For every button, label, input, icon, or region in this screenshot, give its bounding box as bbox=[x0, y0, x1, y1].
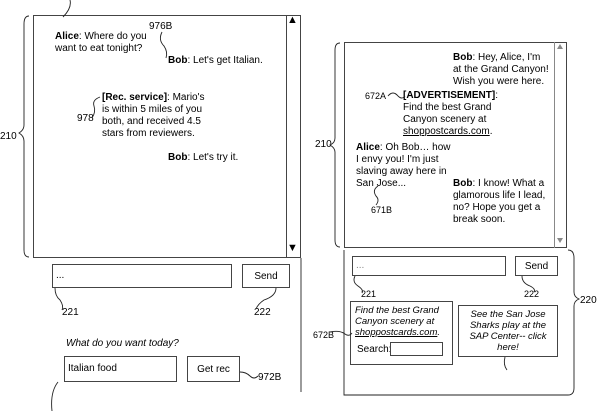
left-scrollbar[interactable] bbox=[286, 15, 301, 258]
ref-972B: 972B bbox=[258, 372, 282, 383]
sender-name: Bob bbox=[168, 152, 188, 163]
search-label: Search: bbox=[357, 344, 392, 355]
message-text: : I know! What a glamorous life I lead, … bbox=[453, 178, 546, 225]
scroll-down-arrow-icon[interactable]: ▼ bbox=[287, 242, 298, 254]
left-message-alice: Alice: Where do you want to eat tonight? bbox=[55, 31, 163, 55]
ad-text: Find the best Grand Canyon scenery at bbox=[403, 102, 492, 125]
scroll-up-arrow-icon[interactable]: ▲ bbox=[287, 14, 298, 26]
ref-671B: 671B bbox=[371, 205, 393, 215]
left-message-bob-1: Bob: Let's get Italian. bbox=[168, 55, 288, 67]
message-text: : Let's get Italian. bbox=[187, 55, 263, 66]
sender-name: Alice bbox=[55, 31, 79, 42]
sender-name: Bob bbox=[453, 52, 473, 63]
message-text: : Oh Bob… how I envy you! I'm just slavi… bbox=[356, 142, 451, 189]
right-message-input[interactable]: ... bbox=[352, 256, 506, 276]
search-input[interactable] bbox=[390, 342, 443, 356]
right-chat-window bbox=[344, 42, 567, 248]
sender-name: [Rec. service] bbox=[102, 92, 168, 103]
left-message-input[interactable]: ... bbox=[52, 264, 232, 288]
right-message-bob-2: Bob: I know! What a glamorous life I lea… bbox=[453, 178, 549, 226]
message-text: : Hey, Alice, I'm at the Grand Canyon! W… bbox=[453, 52, 549, 87]
message-text: : Mario's is within 5 miles of you both,… bbox=[102, 92, 205, 139]
input-value: Italian food bbox=[68, 363, 117, 374]
ref-220: 220 bbox=[580, 295, 597, 306]
ref-221-left: 221 bbox=[62, 307, 79, 318]
ad-box-text: See the San Jose Sharks play at the SAP … bbox=[469, 309, 547, 353]
ref-221-right: 221 bbox=[361, 289, 377, 299]
right-message-bob-1: Bob: Hey, Alice, I'm at the Grand Canyon… bbox=[453, 52, 551, 88]
ad-box-text-end: . bbox=[437, 327, 441, 338]
ad-box-link[interactable]: shoppostcards.com bbox=[355, 327, 438, 338]
input-value: ... bbox=[356, 260, 365, 271]
sender-name: Bob bbox=[453, 178, 473, 189]
input-value: ... bbox=[56, 270, 65, 281]
right-message-alice: Alice: Oh Bob… how I envy you! I'm just … bbox=[356, 142, 451, 190]
message-text: : Let's try it. bbox=[187, 152, 239, 163]
left-send-button[interactable]: Send bbox=[242, 264, 290, 288]
ref-672A: 672A bbox=[365, 91, 387, 101]
right-send-button[interactable]: Send bbox=[515, 256, 558, 276]
left-prompt: What do you want today? bbox=[66, 338, 179, 349]
ad-label: [ADVERTISEMENT] bbox=[403, 90, 496, 101]
right-scrollbar[interactable] bbox=[554, 42, 567, 248]
message-text: : Where do you want to eat tonight? bbox=[55, 31, 147, 54]
ref-672B: 672B bbox=[313, 330, 335, 340]
left-message-rec-service: [Rec. service]: Mario's is within 5 mile… bbox=[102, 92, 214, 140]
left-rec-input[interactable]: Italian food bbox=[64, 356, 177, 382]
ad-text-end: . bbox=[489, 126, 493, 137]
ref-222-right: 222 bbox=[524, 289, 540, 299]
ad-box-text: Find the best Grand Canyon scenery at bbox=[355, 305, 439, 327]
ref-222-left: 222 bbox=[254, 307, 271, 318]
ad-box-sharks[interactable]: See the San Jose Sharks play at the SAP … bbox=[458, 305, 558, 357]
get-rec-button[interactable]: Get rec bbox=[187, 356, 240, 382]
sender-name: Alice bbox=[356, 142, 380, 153]
ref-978: 978 bbox=[77, 113, 94, 124]
scroll-up-arrow-icon[interactable] bbox=[557, 44, 563, 49]
ad-link[interactable]: shoppostcards.com bbox=[403, 126, 490, 137]
ref-976B: 976B bbox=[149, 21, 173, 32]
ref-210-right: 210 bbox=[315, 139, 332, 150]
scroll-down-arrow-icon[interactable] bbox=[557, 238, 563, 243]
sender-name: Bob bbox=[168, 55, 188, 66]
left-message-bob-2: Bob: Let's try it. bbox=[168, 152, 288, 164]
right-advertisement: [ADVERTISEMENT]: Find the best Grand Can… bbox=[403, 90, 498, 138]
ref-210-left: 210 bbox=[0, 131, 17, 142]
